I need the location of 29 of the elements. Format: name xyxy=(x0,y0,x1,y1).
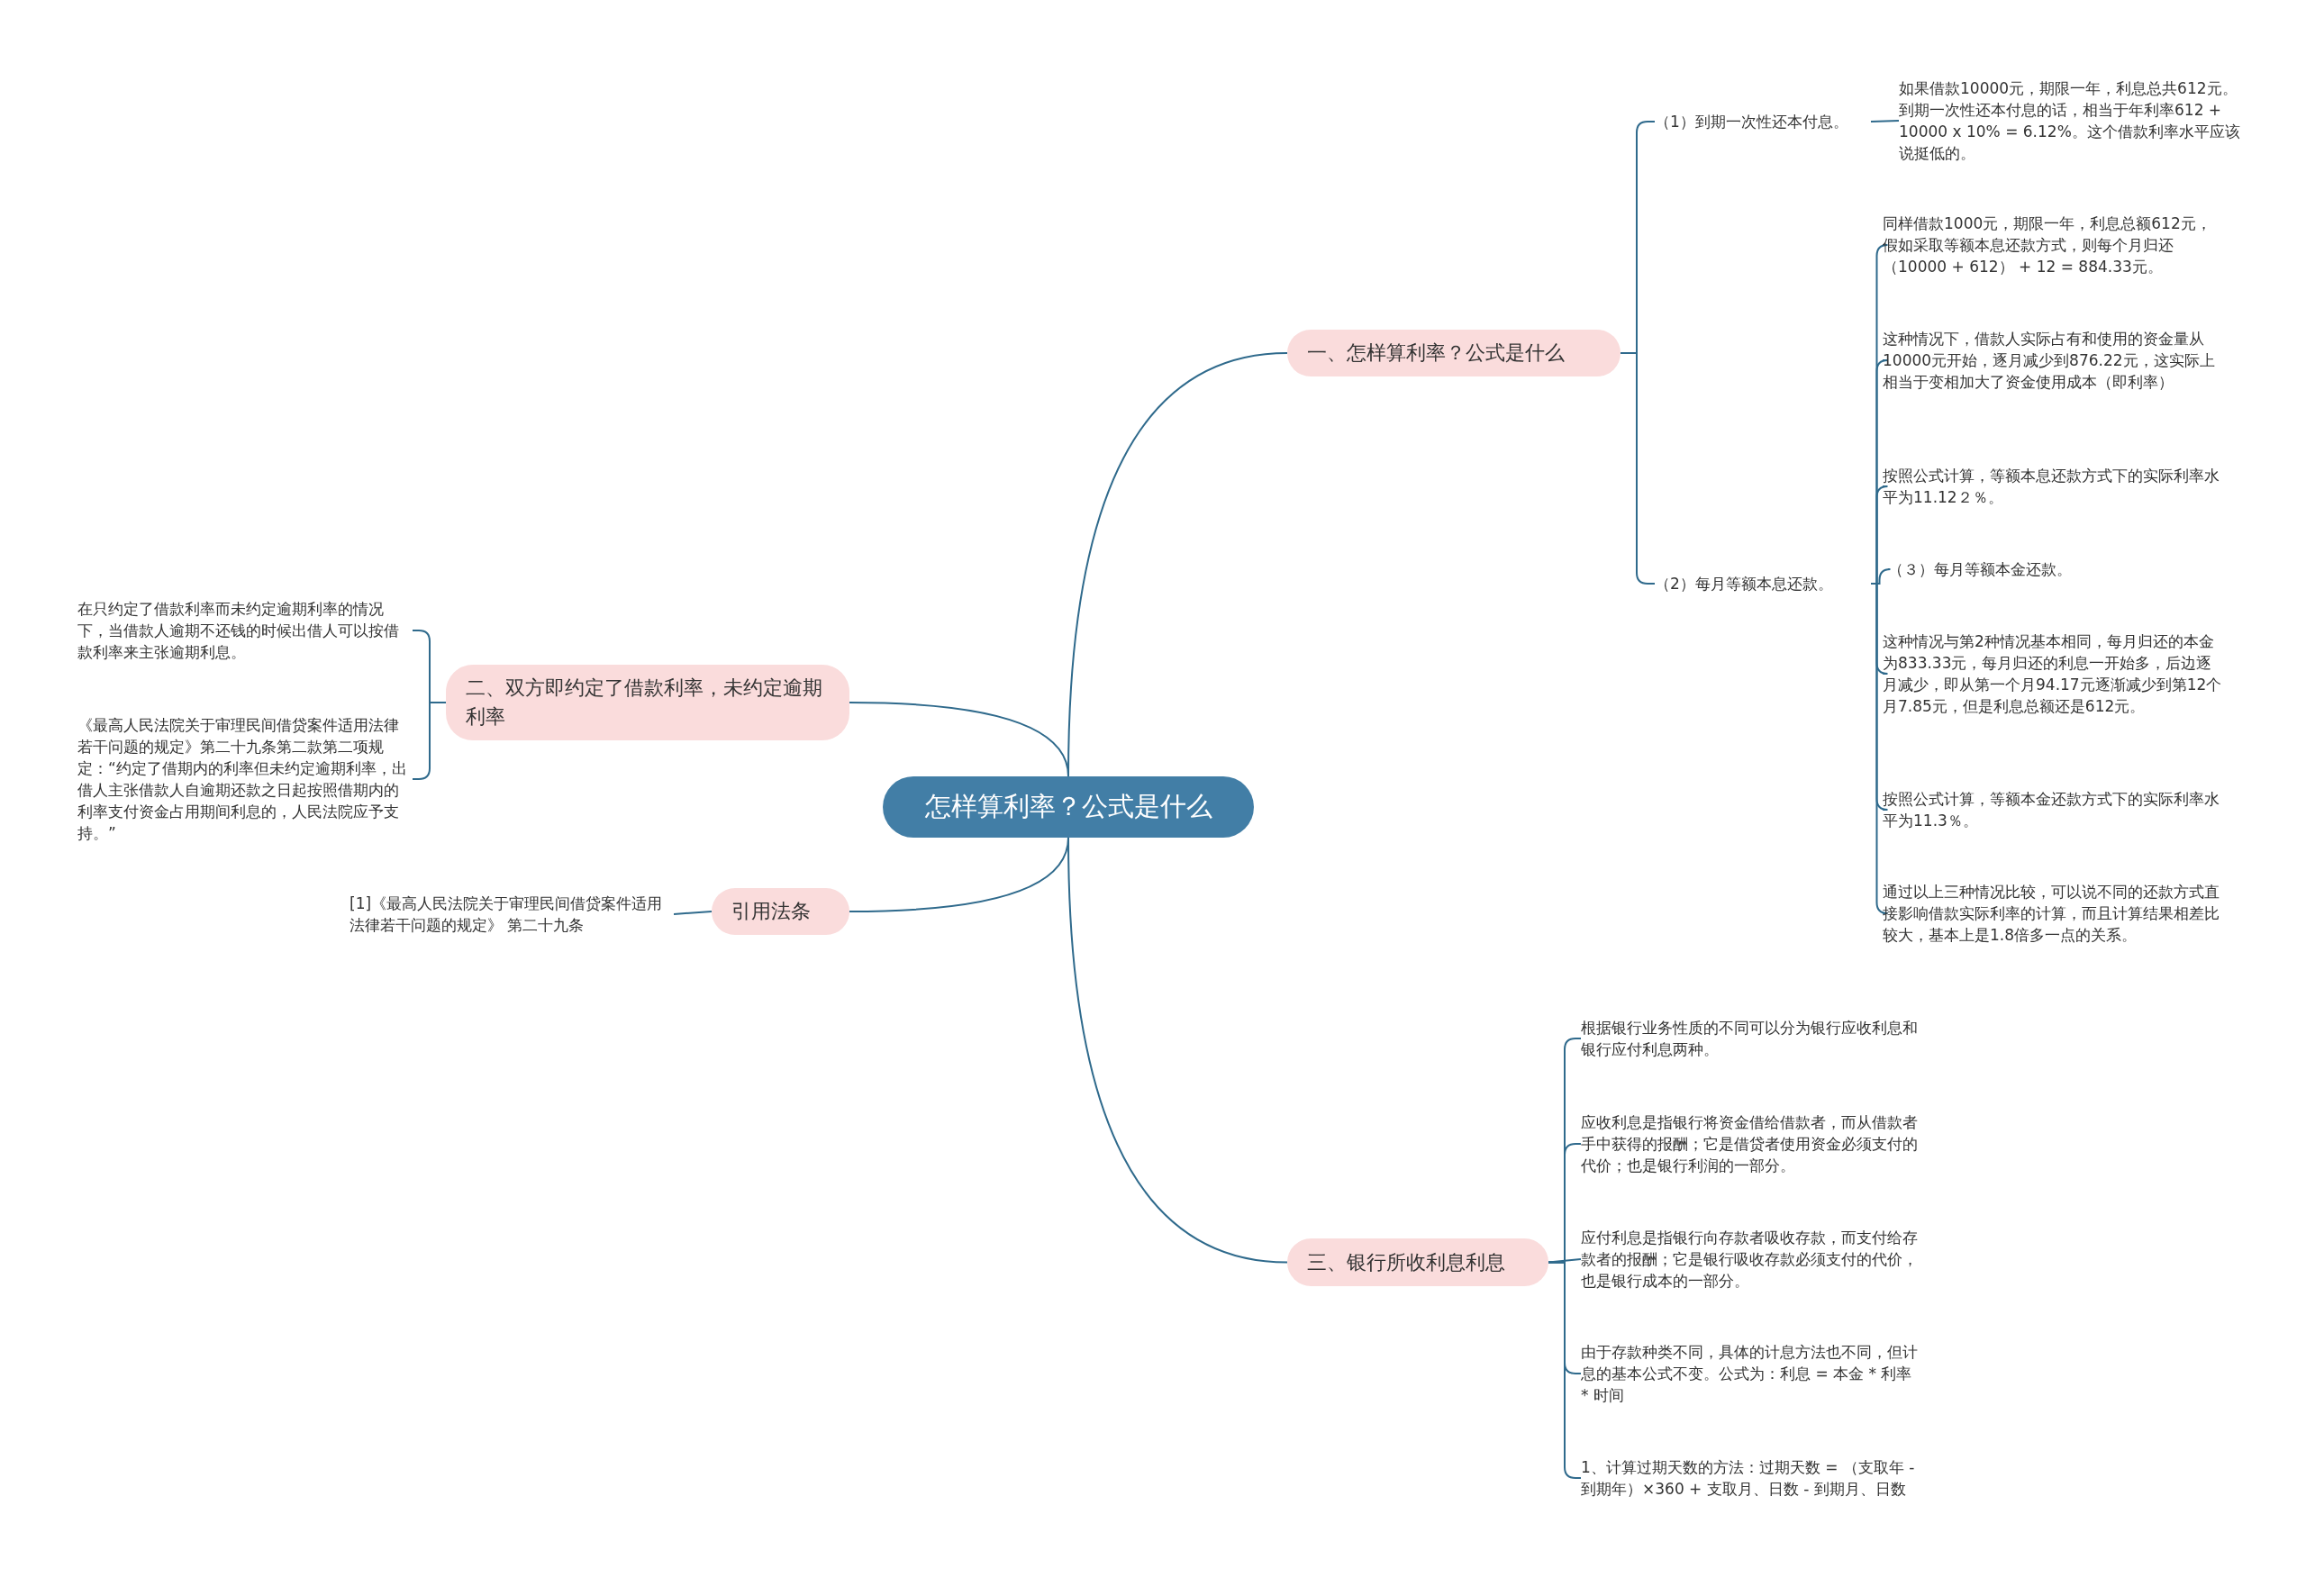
subtopic-text: （2）每月等额本息还款。 xyxy=(1655,573,1871,594)
subtopic-text: （1）到期一次性还本付息。 xyxy=(1655,111,1871,132)
connector-line xyxy=(673,911,713,915)
central-topic: 怎样算利率？公式是什么 xyxy=(883,776,1254,838)
topic-pill: 引用法条 xyxy=(712,888,849,935)
note-text: [1]《最高人民法院关于审理民间借贷案件适用法律若干问题的规定》 第二十九条 xyxy=(350,893,674,936)
note-text: 根据银行业务性质的不同可以分为银行应收利息和银行应付利息两种。 xyxy=(1581,1017,1923,1060)
note-text: 这种情况下，借款人实际占有和使用的资金量从10000元开始，逐月减少到876.22元，这实际上相当于变相加大了资金使用成本（即利率） xyxy=(1883,328,2225,393)
note-text: 应收利息是指银行将资金借给借款者，而从借款者手中获得的报酬；它是借贷者使用资金必须支付的代价；也是银行利润的一部分。 xyxy=(1581,1111,1923,1176)
note-text: 应付利息是指银行向存款者吸收存款，而支付给存款者的报酬；它是银行吸收存款必须支付的代价，也是银行成本的一部分。 xyxy=(1581,1227,1923,1292)
topic-pill: 一、怎样算利率？公式是什么 xyxy=(1287,330,1621,376)
topic-pill: 三、银行所收利息利息 xyxy=(1287,1238,1548,1286)
note-text: 同样借款1000元，期限一年，利息总额612元，假如采取等额本息还款方式，则每个月归还（10000 + 612） + 12 = 884.33元。 xyxy=(1883,213,2225,277)
note-text: 1、计算过期天数的方法：过期天数 = （支取年 - 到期年）×360 + 支取月、日数 - 到期月、日数 xyxy=(1581,1456,1923,1500)
connector-line xyxy=(1548,1258,1582,1264)
note-text: 按照公式计算，等额本金还款方式下的实际利率水平为11.3％。 xyxy=(1883,788,2225,831)
note-text: 在只约定了借款利率而未约定逾期利率的情况下，当借款人逾期不还钱的时候出借人可以按借款利率来主张逾期利息。 xyxy=(77,598,413,663)
note-text: 《最高人民法院关于审理民间借贷案件适用法律若干问题的规定》第二十九条第二款第二项规定：“约定了借期内的利率但未约定逾期利率，出借人主张借款人自逾期还款之日起按照借期内的利率支付资金占用期间利息的，人民法院应予支持。” xyxy=(77,714,413,844)
note-text: （３）每月等额本金还款。 xyxy=(1888,558,2230,580)
connector-line xyxy=(849,837,1069,912)
note-text: 如果借款10000元，期限一年，利息总共612元。到期一次性还本付息的话，相当于年利率612 + 10000 x 10% = 6.12%。这个借款利率水平应该说挺低的。 xyxy=(1899,77,2241,164)
connector-line xyxy=(849,702,1069,777)
connector-line xyxy=(1870,120,1900,122)
note-text: 按照公式计算，等额本息还款方式下的实际利率水平为11.12２％。 xyxy=(1883,465,2225,508)
note-text: 由于存款种类不同，具体的计息方法也不同，但计息的基本公式不变。公式为：利息 = 本金 * 利率 * 时间 xyxy=(1581,1341,1923,1406)
note-text: 这种情况与第2种情况基本相同，每月归还的本金为833.33元，每月归还的利息一开始多，后边逐月减少，即从第一个月94.17元逐渐减少到第12个月7.85元，但是利息总额还是612元。 xyxy=(1883,630,2225,717)
connector-line xyxy=(1620,352,1656,585)
note-text: 通过以上三种情况比较，可以说不同的还款方式直接影响借款实际利率的计算，而且计算结果相差比较大，基本上是1.8倍多一点的关系。 xyxy=(1883,881,2225,946)
topic-pill: 二、双方即约定了借款利率，未约定逾期利率 xyxy=(446,665,849,740)
